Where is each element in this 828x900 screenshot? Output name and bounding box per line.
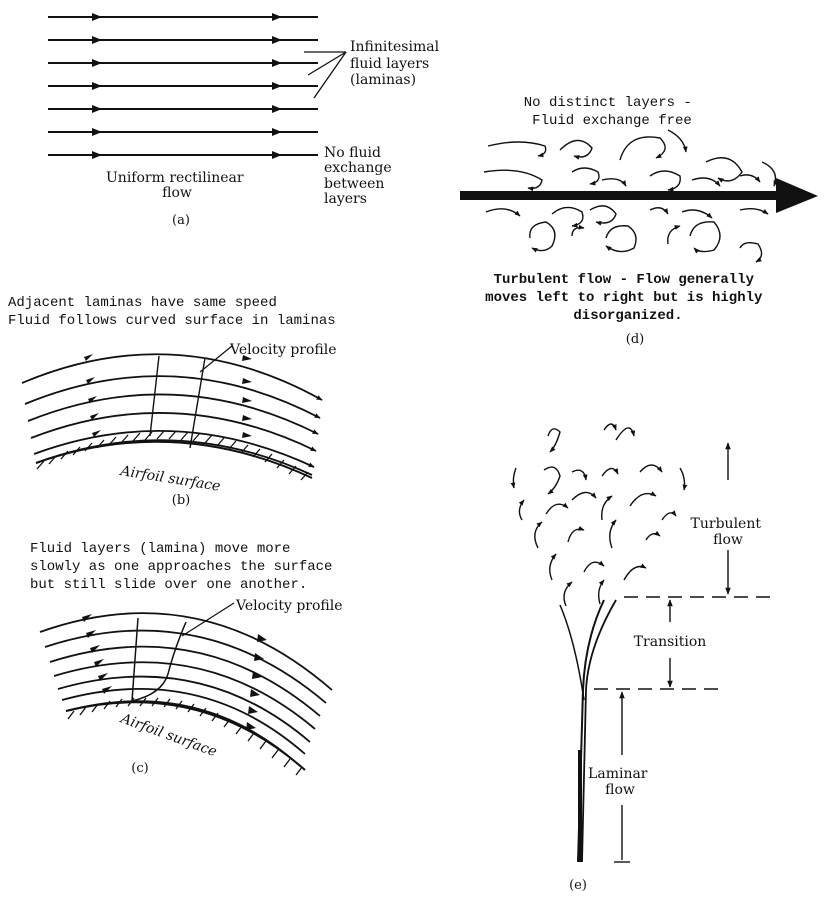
heading-d-line: Fluid exchange free — [532, 113, 692, 129]
main-flow-arrow — [460, 178, 818, 213]
heading-c: Fluid layers (lamina) move more slowly a… — [30, 541, 341, 593]
layers-note-line: fluid layers — [350, 56, 429, 72]
transition-zone-label: Transition — [634, 634, 707, 650]
layers-note-line: Infinitesimal — [350, 39, 440, 55]
zone-dividers — [594, 596, 776, 690]
description-d-line: moves left to right but is highly — [485, 290, 763, 306]
description-d-line: Turbulent flow - Flow generally — [494, 272, 755, 288]
velocity-profile-b — [149, 355, 206, 449]
caption-e: (e) — [569, 878, 587, 893]
caption-d: (d) — [626, 332, 644, 347]
layers-note: Infinitesimal fluid layers (laminas) — [350, 39, 444, 88]
eddies-d — [483, 129, 779, 263]
panel-c: Fluid layers (lamina) move more slowly a… — [30, 541, 343, 776]
description-d-line: disorganized. — [573, 308, 682, 324]
streamlines-c — [39, 612, 333, 767]
exchange-note-line: No fluid — [324, 145, 381, 161]
heading-d-line: No distinct layers - — [524, 95, 692, 111]
profile-leader-c — [181, 602, 235, 637]
heading-c-line: slowly as one approaches the surface — [30, 559, 332, 575]
airfoil-surface-b — [35, 430, 313, 481]
laminar-zone-label-line: flow — [605, 782, 635, 798]
laminar-zone-label-line: Laminar — [588, 766, 648, 782]
turbulent-zone-label: Turbulent flow — [691, 516, 766, 548]
description-d: Turbulent flow - Flow generally moves le… — [485, 272, 771, 324]
heading-b-line: Adjacent laminas have same speed — [8, 295, 277, 311]
velocity-profile-c — [131, 617, 187, 702]
streamlines-b — [21, 353, 323, 476]
surface-label-b: Airfoil surface — [117, 463, 221, 495]
surface-label-c: Airfoil surface — [117, 710, 219, 760]
panel-d: No distinct layers - Fluid exchange free — [460, 95, 818, 347]
flow-label: Uniform rectilinear flow — [106, 170, 248, 201]
plume-stem — [559, 599, 617, 863]
streamline-midarrows-b — [84, 354, 252, 438]
heading-b-line: Fluid follows curved surface in laminas — [8, 313, 336, 329]
panel-b: Adjacent laminas have same speed Fluid f… — [8, 295, 337, 508]
panel-e: Turbulent flow Transition Laminar flow (… — [510, 423, 776, 893]
caption-b: (b) — [172, 493, 190, 508]
exchange-note-line: layers — [324, 191, 367, 207]
exchange-note-line: between — [324, 176, 384, 192]
exchange-note: No fluid exchange between layers — [324, 145, 396, 207]
flow-label-line: flow — [162, 185, 192, 201]
streamline-arrows-c — [82, 614, 267, 730]
caption-c: (c) — [131, 761, 148, 776]
plume-eddies — [510, 423, 688, 607]
zone-dimension-arrows — [614, 442, 731, 863]
heading-b: Adjacent laminas have same speed Fluid f… — [8, 295, 336, 329]
profile-leader-b — [199, 345, 233, 373]
exchange-note-line: exchange — [324, 160, 392, 176]
heading-d: No distinct layers - Fluid exchange free — [524, 95, 700, 129]
layer-leader-lines — [304, 51, 347, 99]
turbulent-zone-label-line: Turbulent — [691, 516, 762, 532]
flow-label-line: Uniform rectilinear — [106, 170, 244, 186]
heading-c-line: Fluid layers (lamina) move more — [30, 541, 290, 557]
profile-label-c: Velocity profile — [235, 598, 343, 614]
airfoil-surface-c — [65, 697, 306, 776]
layer-arrowheads — [92, 13, 282, 159]
caption-a: (a) — [172, 213, 190, 228]
turbulent-zone-label-line: flow — [713, 532, 743, 548]
heading-c-line: but still slide over one another. — [30, 577, 307, 593]
profile-label-b: Velocity profile — [229, 342, 337, 358]
laminar-zone-label: Laminar flow — [588, 766, 652, 798]
layers-note-line: (laminas) — [350, 72, 416, 88]
panel-a: Infinitesimal fluid layers (laminas) No … — [48, 13, 444, 228]
